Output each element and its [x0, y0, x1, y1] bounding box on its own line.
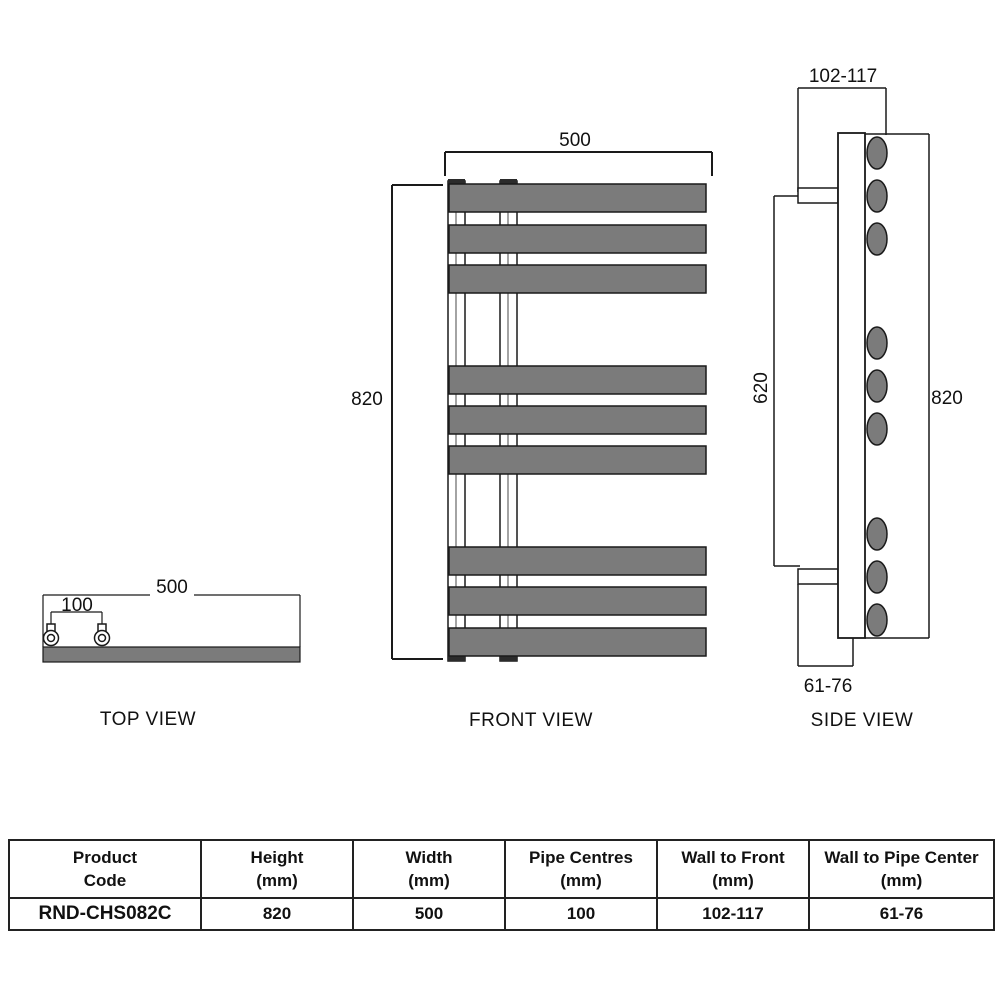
towel-bar [448, 224, 707, 254]
front-view-width-dimension [444, 151, 713, 176]
table-row: RND-CHS082C 820 500 100 102-117 61-76 [8, 897, 995, 931]
top-view-width-label: 500 [156, 577, 188, 598]
towel-bar [448, 546, 707, 576]
header-width: Width (mm) [352, 839, 506, 899]
side-view-pipe-centres-dimension [773, 195, 800, 567]
side-view-wall-to-front-label: 102-117 [809, 66, 877, 87]
header-pipe-centres: Pipe Centres (mm) [504, 839, 658, 899]
bar-end [866, 369, 888, 403]
front-view-label: FRONT VIEW [469, 710, 593, 731]
front-view-height-label: 820 [351, 389, 383, 410]
front-view-width-label: 500 [559, 130, 591, 151]
towel-bar [448, 586, 707, 616]
cell-height: 820 [200, 897, 354, 931]
front-view-height-dimension [391, 184, 443, 660]
bar-ends [866, 136, 888, 637]
bar-end [866, 517, 888, 551]
lower-bracket [797, 568, 839, 585]
header-height: Height (mm) [200, 839, 354, 899]
cell-product-code: RND-CHS082C [8, 897, 202, 931]
side-view-wall-to-front-dimension [797, 87, 887, 192]
towel-bar [448, 183, 707, 213]
header-product-code: Product Code [8, 839, 202, 899]
top-view-body [42, 646, 301, 663]
side-frame [837, 132, 866, 639]
top-view: 500 100 TOP VIEW [42, 577, 301, 730]
header-wall-to-pipe-center: Wall to Pipe Center (mm) [808, 839, 995, 899]
towel-bars [448, 183, 707, 657]
cell-pipe-centres: 100 [504, 897, 658, 931]
side-view-height-dimension [865, 133, 930, 639]
technical-drawing: 500 100 TOP VIEW 500 [42, 66, 963, 731]
valve-left-icon [42, 623, 60, 647]
bar-end [866, 222, 888, 256]
side-view-label: SIDE VIEW [811, 710, 914, 731]
top-view-label: TOP VIEW [100, 709, 196, 730]
valve-right-icon [93, 623, 111, 647]
towel-bar [448, 405, 707, 435]
header-wall-to-front: Wall to Front (mm) [656, 839, 810, 899]
spec-table: Product Code Height (mm) Width (mm) Pipe… [8, 839, 995, 931]
bar-end [866, 603, 888, 637]
cell-wall-to-pipe-center: 61-76 [808, 897, 995, 931]
top-view-pipe-label: 100 [61, 595, 93, 616]
front-view: 500 820 FRONT VIEW [351, 130, 713, 731]
bar-end [866, 179, 888, 213]
cell-width: 500 [352, 897, 506, 931]
bar-end [866, 326, 888, 360]
side-view-wall-to-pipe-dimension [797, 584, 854, 667]
side-view-height-label: 820 [931, 388, 963, 409]
towel-bar [448, 627, 707, 657]
upper-bracket [797, 187, 839, 204]
bar-end [866, 412, 888, 446]
towel-bar [448, 445, 707, 475]
towel-bar [448, 365, 707, 395]
side-view: 102-117 620 820 [751, 66, 963, 731]
towel-bar [448, 264, 707, 294]
side-view-wall-to-pipe-label: 61-76 [804, 676, 853, 697]
spec-table-header-row: Product Code Height (mm) Width (mm) Pipe… [8, 839, 995, 899]
side-view-pipe-centres-label: 620 [751, 372, 772, 404]
bar-end [866, 136, 888, 170]
bar-end [866, 560, 888, 594]
cell-wall-to-front: 102-117 [656, 897, 810, 931]
